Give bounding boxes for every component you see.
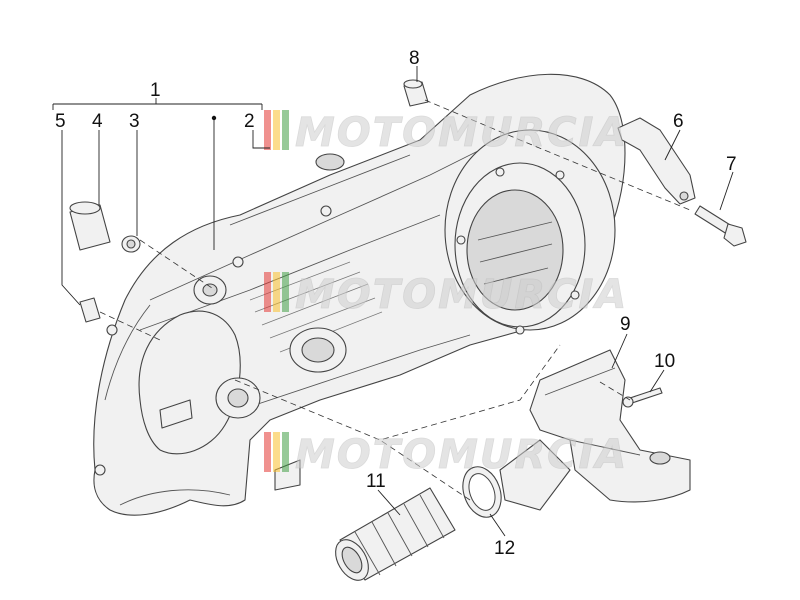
callout-1: 1: [150, 80, 161, 101]
callout-5: 5: [55, 111, 66, 132]
callout-11: 11: [366, 471, 386, 492]
watermark-text: MOTOMURCIA: [295, 272, 628, 318]
watermark-stripe-red: [264, 272, 271, 312]
callout-6: 6: [673, 111, 684, 132]
watermark-stripe-red: [264, 110, 271, 150]
leader-lines: [52, 66, 734, 537]
part-12-clamp-ring: [462, 466, 502, 518]
reference-dot: [211, 115, 217, 121]
watermark-text: MOTOMURCIA: [295, 110, 628, 156]
part-4-sleeve: [69, 201, 111, 251]
part-3-bush: [121, 235, 141, 253]
callout-8: 8: [409, 48, 420, 69]
crankcase-cover: [93, 73, 626, 516]
callout-9: 9: [620, 314, 631, 335]
assembly-lines: [99, 99, 691, 501]
watermark-bottom: MOTOMURCIA: [264, 432, 628, 478]
callout-4: 4: [92, 111, 103, 132]
part-10-screw: [622, 387, 663, 408]
watermark-stripe-green: [282, 110, 289, 150]
callout-7: 7: [726, 154, 737, 175]
watermark-stripe-red: [264, 432, 271, 472]
callout-3: 3: [129, 111, 140, 132]
watermark-text: MOTOMURCIA: [295, 432, 628, 478]
part-7-bolt: [694, 205, 747, 247]
callout-2: 2: [244, 111, 255, 132]
callout-10: 10: [654, 351, 675, 372]
part-6-bracket: [617, 117, 696, 205]
watermark-stripe-green: [282, 432, 289, 472]
callout-labels: 1 2 3 4 5 6 7 8 9 10 11 12: [55, 48, 737, 559]
watermark-stripe-yellow: [273, 272, 280, 312]
watermark-top: MOTOMURCIA: [264, 110, 628, 156]
watermark-stripe-green: [282, 272, 289, 312]
part-11-bellows-sleeve: [335, 487, 456, 581]
callout-12: 12: [494, 538, 515, 559]
part-9-air-duct: [499, 349, 691, 511]
watermark-stripe-yellow: [273, 110, 280, 150]
watermark-stripe-yellow: [273, 432, 280, 472]
part-5-dowel: [79, 297, 101, 323]
watermark-middle: MOTOMURCIA: [264, 272, 628, 318]
part-8-dowel: [403, 79, 429, 107]
